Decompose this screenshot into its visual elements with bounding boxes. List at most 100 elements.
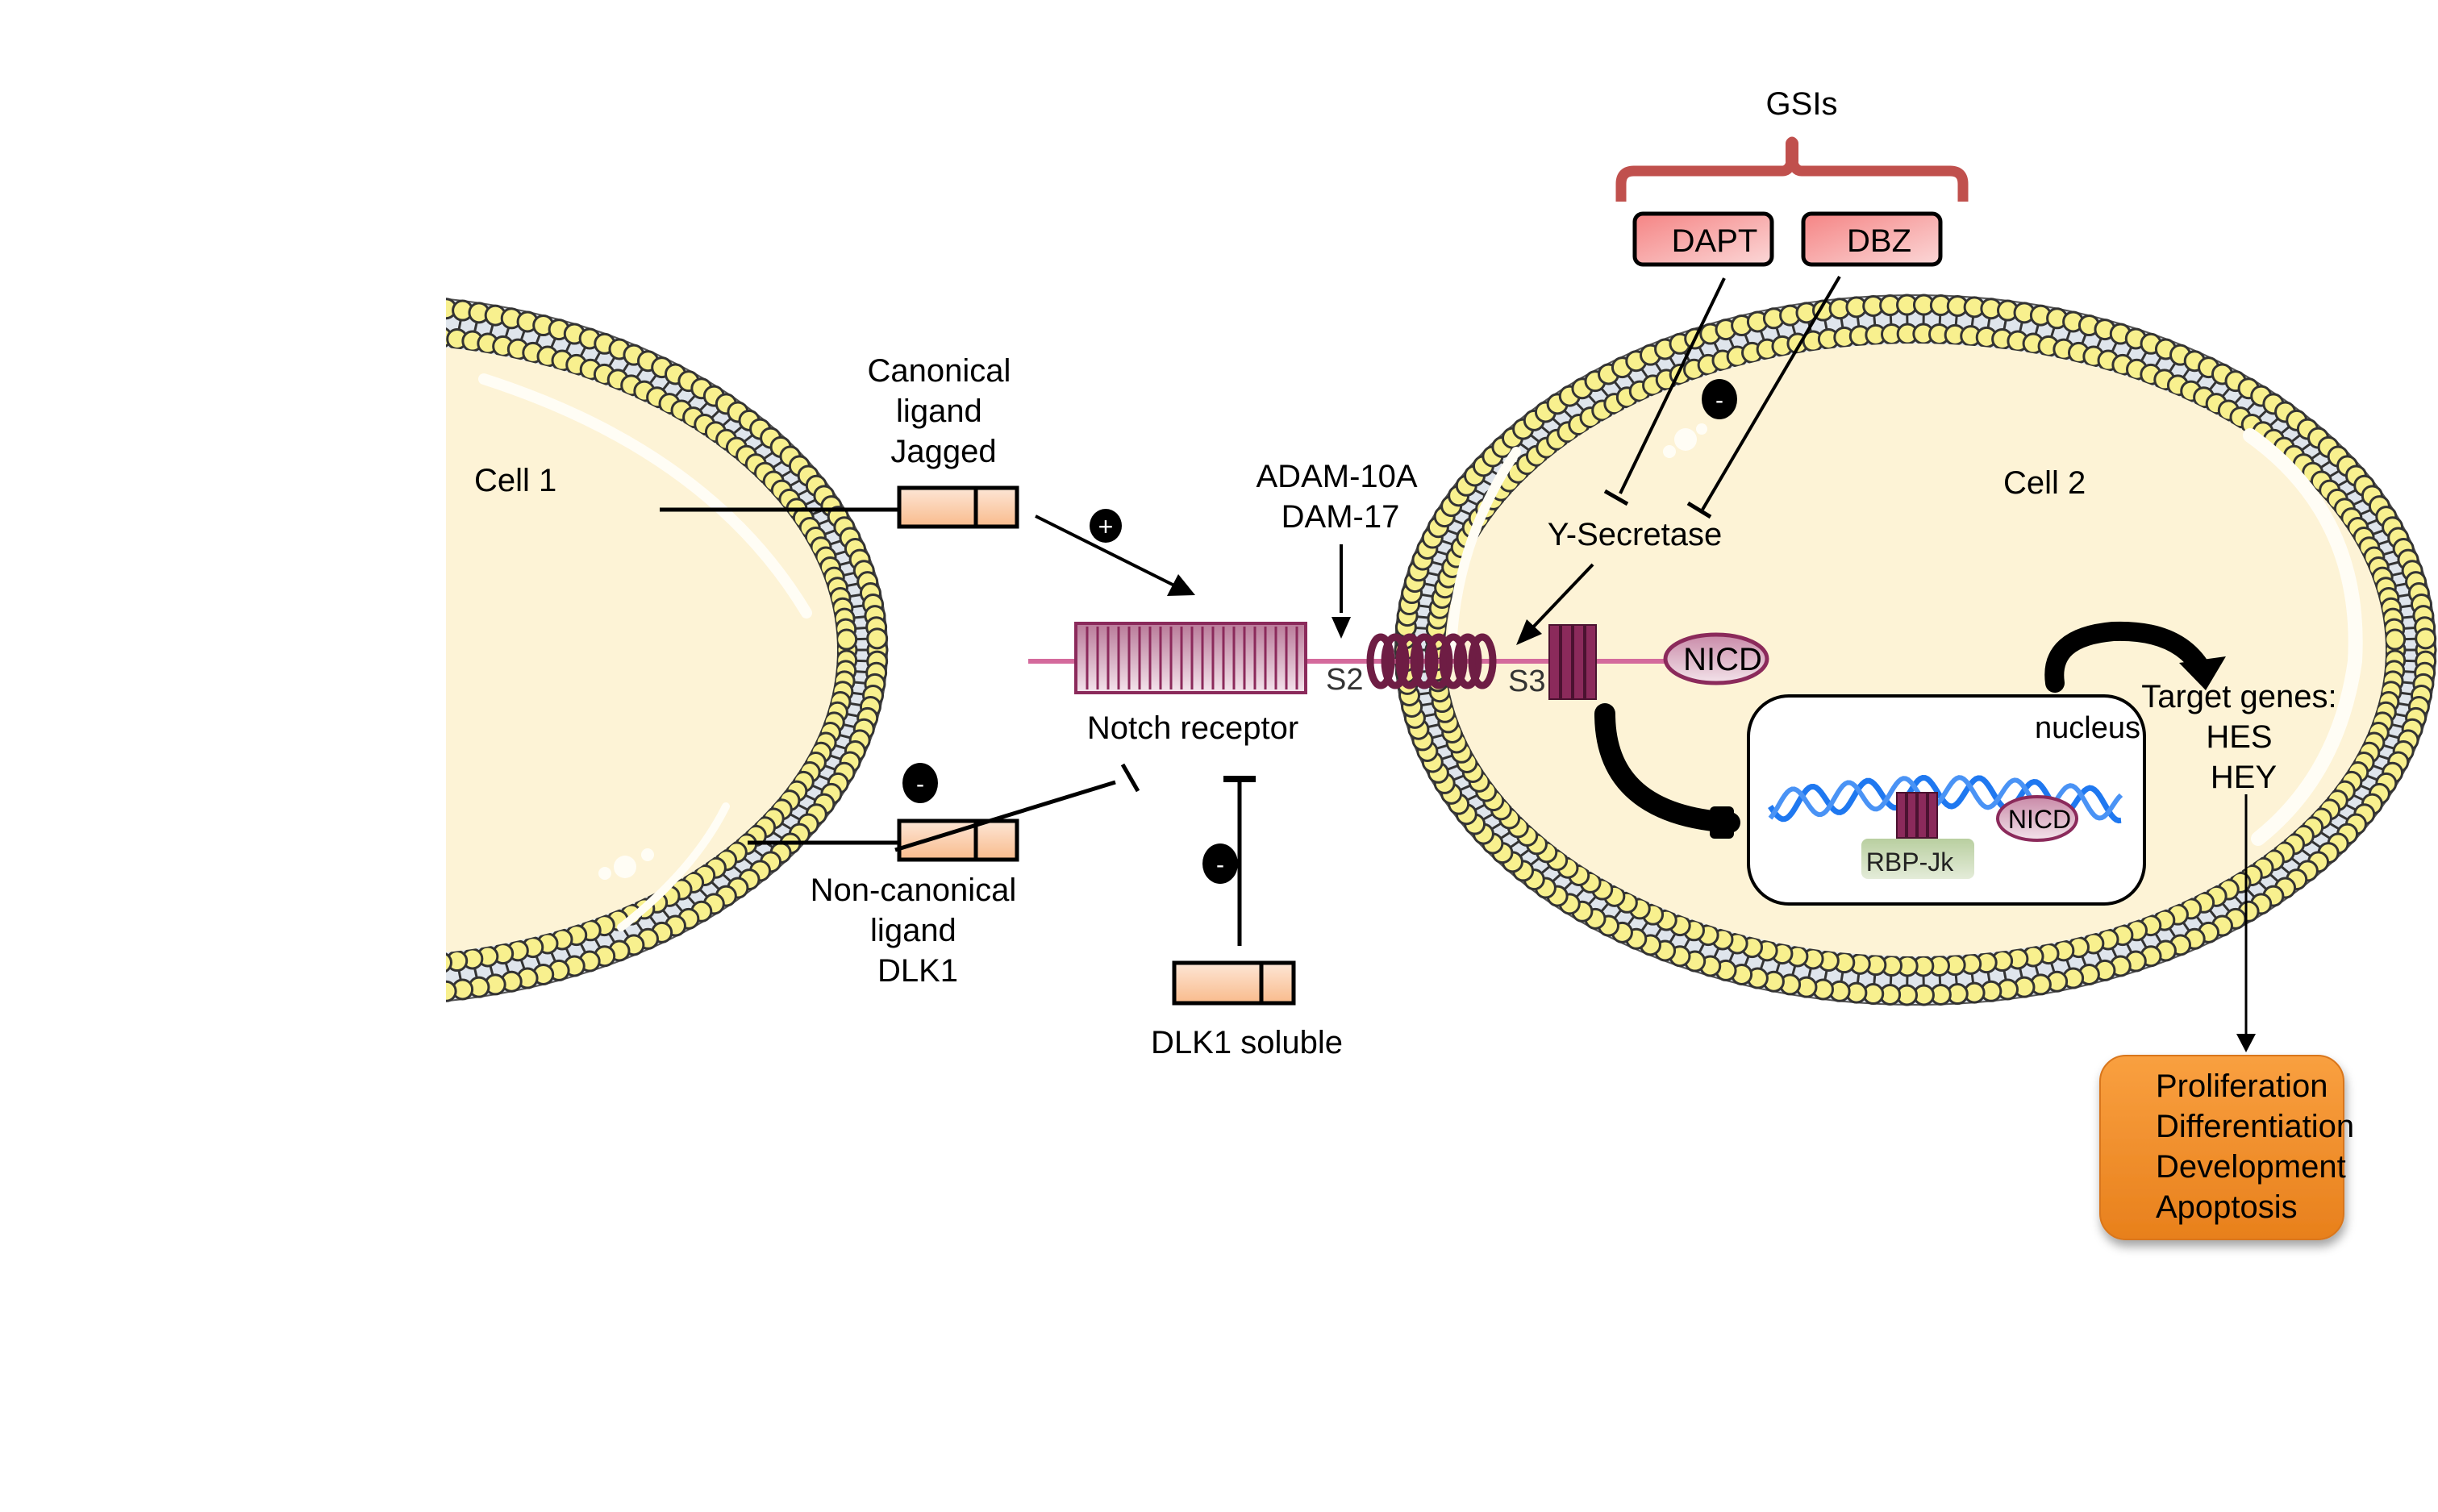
cell-1-lipid-tail — [312, 307, 315, 336]
cell-1-highlight — [478, 373, 812, 619]
cell-1-lipid-head — [189, 964, 208, 984]
cell-1-lipid-tail — [346, 306, 348, 335]
cell-2-vesicle — [1674, 428, 1697, 451]
cell-1-lipid-head — [44, 372, 63, 391]
cell-1-lipid-head — [57, 916, 77, 935]
cell-1-lipid-head — [63, 886, 82, 906]
cell-1-lipid-head — [0, 835, 5, 854]
cell-1-lipid-tail — [446, 982, 448, 992]
cell-1-lipid-head — [44, 909, 63, 928]
cell-1-lipid-head — [128, 364, 148, 384]
outcome-differentiation: Differentiation — [2156, 1109, 2354, 1144]
cell-1-lipid-tail — [53, 381, 73, 404]
canonical-ligand-jagged[interactable] — [897, 485, 1019, 529]
cell-1-lipid-head — [401, 956, 420, 975]
cell-1-lipid-tail — [108, 355, 124, 380]
cell-1-lipid-tail — [80, 909, 98, 932]
cell-1-lipid-tail — [28, 396, 49, 417]
cell-1-lipid-tail — [123, 926, 138, 951]
s3-label: S3 — [1508, 664, 1545, 698]
cell-1-lipid-head — [205, 968, 224, 988]
cell-1-lipid-head — [158, 324, 177, 344]
cell-1-lipid-tail — [426, 307, 429, 336]
cell-1-lipid-head — [319, 296, 339, 315]
cell-1-lipid-tail — [312, 964, 315, 993]
cell-1-lipid-tail — [215, 951, 224, 978]
cell-1-lipid-head — [0, 410, 2, 430]
adam-line-2: DAM-17 — [1282, 499, 1400, 535]
notch-extracellular-domain[interactable] — [1074, 622, 1307, 694]
canonical-ligand-line-2: ligand — [896, 394, 982, 429]
dlk1-soluble-minus-sign: - — [1216, 852, 1224, 878]
cell-1-lipid-tail — [279, 961, 285, 989]
cell-1-lipid-tail — [183, 330, 194, 356]
noncanonical-ligand-dlk1[interactable] — [897, 818, 1019, 862]
nucleus[interactable] — [1747, 694, 2146, 906]
cell-1-lipid-head — [291, 327, 310, 347]
cell-2-cytoplasm — [1445, 344, 2386, 956]
cell-1-lipid-head — [113, 339, 132, 359]
dbz-inhibition-line — [1701, 275, 1841, 511]
cell-1-lipid-head — [446, 952, 452, 973]
cell-1-lipid-head — [101, 905, 120, 924]
cell-1-lipid-head — [128, 916, 148, 935]
cell-1-lipid-head — [115, 370, 134, 389]
noncanonical-ligand-line-1: Non-canonical — [811, 873, 1017, 908]
cell-2-vesicle — [1696, 423, 1707, 435]
cell-1-lipid-tail — [28, 882, 49, 903]
cell-1-lipid-head — [173, 320, 193, 339]
cellular-outcomes-box — [2099, 1055, 2344, 1240]
gamma-secretase-label: Y-Secretase — [1548, 517, 1722, 552]
cell-1-lipid-head — [0, 870, 2, 889]
canonical-ligand-line-3: Jagged — [890, 434, 996, 469]
inhibitor-dapt[interactable]: DAPT — [1632, 211, 1774, 267]
cell-1-lipid-head — [385, 324, 404, 344]
cell-1-lipid-head — [237, 975, 256, 994]
cell-1-lipid-tail — [108, 920, 124, 945]
cell-1-lipid-tail — [296, 963, 301, 992]
adam-label: ADAM-10A DAM-17 — [1257, 459, 1425, 535]
inhibitor-dbz[interactable]: DBZ — [1801, 211, 1943, 267]
dna-strand — [1768, 775, 2123, 821]
cell-1-lipid-head — [306, 954, 326, 973]
target-genes-label: Target genes: HES HEY — [2141, 679, 2346, 795]
nicd-cytoplasmic[interactable]: NICD — [1663, 632, 1769, 685]
cell-1-lipid-head — [199, 343, 219, 362]
transcription-arrowhead — [2179, 656, 2226, 690]
cell-1-lipid-head — [39, 408, 58, 427]
cell-1-lipid-head — [275, 952, 294, 971]
cell-1-lipid-tail — [183, 943, 194, 970]
cell-1-lipid-tail — [329, 306, 331, 335]
cell-1-lipid-tail — [379, 966, 380, 995]
cell-1-lipid-head — [353, 295, 373, 314]
cell-1-lipid-tail — [168, 939, 180, 966]
cell-1-lipid-tail — [426, 964, 429, 993]
cell-1-lipid-head — [85, 929, 104, 948]
canonical-activation-line — [1035, 514, 1178, 589]
dlk1-soluble-ligand[interactable] — [1172, 960, 1296, 1006]
gamma-secretase-arrowhead — [1516, 619, 1542, 645]
cell-1-lipid-head — [127, 947, 147, 966]
notch-receptor-label: Notch receptor — [1087, 710, 1298, 746]
nicd-translocation-arrowhead — [1710, 806, 1734, 839]
cell-1-lipid-head — [403, 985, 423, 1004]
cell-1-lipid-head — [866, 627, 889, 650]
cell-1-lipid-head — [27, 865, 47, 885]
cell-1-lipid-tail — [198, 948, 209, 975]
cell-1-lipid-head — [322, 325, 341, 344]
cell-1-lipid-head — [215, 941, 234, 960]
notch-ram-domain — [1548, 624, 1597, 700]
cell-1-lipid-head — [403, 296, 423, 315]
cell-1-lipid-head — [51, 401, 70, 420]
cell-1-lipid-head — [322, 956, 341, 975]
cell-1-lipid-head — [98, 345, 118, 364]
helix-turn — [1468, 633, 1497, 689]
cell-1-lipid-head — [115, 910, 134, 930]
cell-1-lipid-head — [0, 843, 15, 862]
cell-2-lipid-head — [2415, 627, 2437, 650]
cell-1-lipid-head — [75, 893, 94, 912]
cell-1-lipid-tail — [346, 966, 348, 995]
cell-1-label: Cell 1 — [474, 463, 556, 498]
target-genes-line-1: Target genes: — [2141, 679, 2336, 714]
cell-1-lipid-head — [19, 386, 38, 406]
